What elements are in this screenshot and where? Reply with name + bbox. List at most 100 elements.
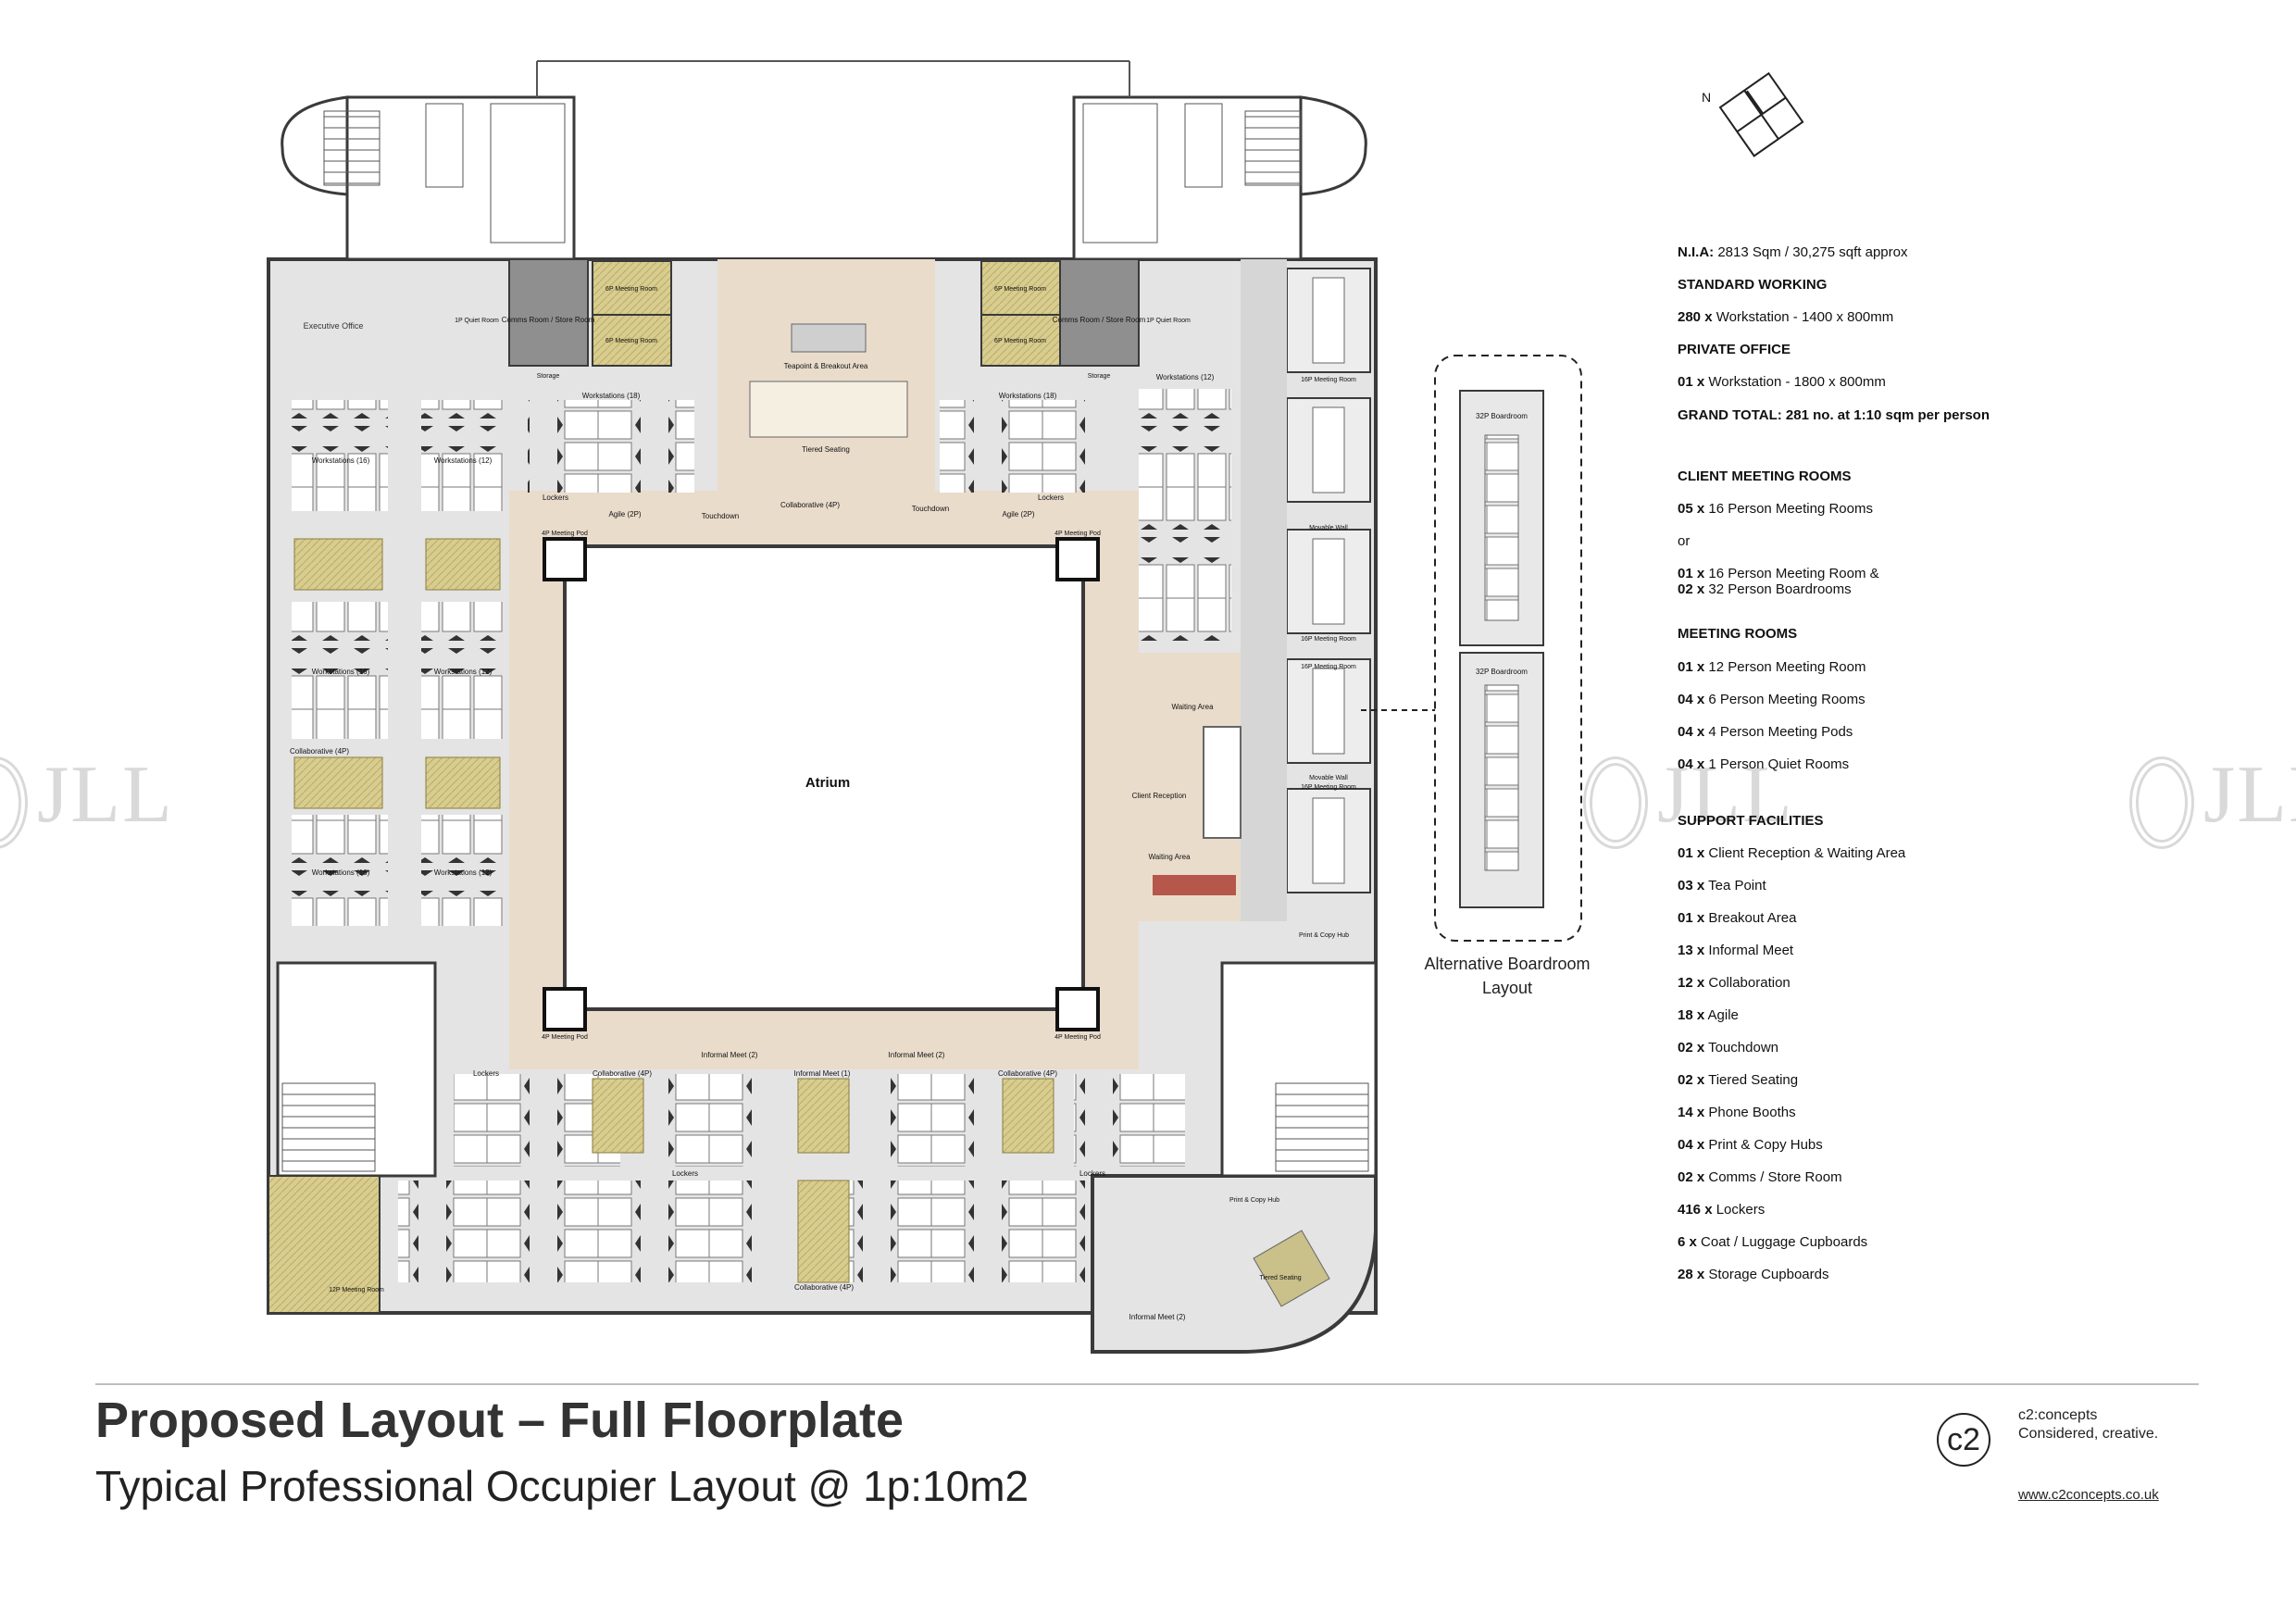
- desk-bank: [1139, 389, 1231, 648]
- desk-bank: [528, 400, 694, 493]
- cmr-line-1: 05 x 16 Person Meeting Rooms: [1678, 501, 1873, 517]
- brand-name: c2:concepts: [2018, 1407, 2098, 1423]
- meeting-6p-2: [592, 314, 672, 367]
- label-lockers-ne: Lockers: [1038, 493, 1064, 502]
- sf-line: 13 x Informal Meet: [1678, 943, 1794, 958]
- label-workstations-16-b: Workstations (16): [312, 668, 370, 676]
- label-lockers-sw: Lockers: [473, 1069, 499, 1078]
- cmr-line-2: 01 x 16 Person Meeting Room &: [1678, 566, 1879, 581]
- label-tiered-seating-se: Tiered Seating: [1259, 1275, 1301, 1281]
- label-meeting-pod-sw: 4P Meeting Pod: [542, 1034, 588, 1041]
- desk-bank: [421, 400, 505, 511]
- alt-boardroom-caption: Alternative Boardroom Layout: [1424, 955, 1591, 997]
- desk-bank: [870, 1074, 981, 1167]
- workstation-banks: [292, 389, 1231, 1282]
- label-workstations-16-c: Workstations (16): [312, 868, 370, 877]
- label-workstations-12-e: Workstations (12): [1156, 373, 1215, 381]
- label-meeting-6p-4: 6P Meeting Room: [994, 338, 1046, 344]
- sheet-title: Proposed Layout – Full Floorplate: [95, 1393, 905, 1448]
- sf-line: 02 x Tiered Seating: [1678, 1072, 1799, 1088]
- sf-line: 01 x Breakout Area: [1678, 910, 1797, 926]
- brand-tagline: Considered, creative.: [2018, 1426, 2159, 1442]
- label-collaborative-w: Collaborative (4P): [290, 747, 349, 756]
- desk-bank: [292, 400, 388, 511]
- label-meeting-12p: 12P Meeting Room: [329, 1287, 384, 1293]
- sf-line: 416 x Lockers: [1678, 1202, 1766, 1218]
- meeting-6p-1: [592, 260, 672, 316]
- brand-logo: c2: [1947, 1422, 1980, 1457]
- meeting-16p-tables: [1312, 277, 1345, 884]
- grand-total: GRAND TOTAL: 281 no. at 1:10 sqm per per…: [1678, 407, 1990, 423]
- label-storage-ne: Storage: [1088, 373, 1111, 380]
- heading-meeting-rooms: MEETING ROOMS: [1678, 626, 1798, 642]
- watermark-right-1: JLL: [1583, 748, 1794, 849]
- label-comms-east: Comms Room / Store Room: [1053, 316, 1146, 324]
- private-workstation-line: 01 x Workstation - 1800 x 800mm: [1678, 374, 1886, 390]
- label-touchdown-1: Touchdown: [702, 512, 739, 520]
- brand-logo-icon: [1937, 1413, 1990, 1467]
- label-collaborative-s2: Collaborative (4P): [998, 1069, 1057, 1078]
- alt-boardroom-table-1: [1484, 434, 1519, 621]
- label-informal-meet-s1: Informal Meet (2): [702, 1051, 758, 1059]
- heading-support-facilities: SUPPORT FACILITIES: [1678, 813, 1824, 829]
- label-agile-n2: Agile (2P): [1002, 510, 1034, 518]
- desk-bank: [421, 674, 505, 739]
- label-collaborative-n: Collaborative (4P): [780, 501, 840, 509]
- heading-standard-working: STANDARD WORKING: [1678, 277, 1828, 293]
- label-movable-wall-1: Movable Wall: [1309, 525, 1348, 531]
- nia-line: N.I.A: 2813 Sqm / 30,275 sqft approx: [1678, 244, 1908, 260]
- desk-bank: [940, 400, 1106, 493]
- label-meeting-pod-se: 4P Meeting Pod: [1054, 1034, 1101, 1041]
- comms-room-east: [1059, 258, 1140, 367]
- comms-room-west: [508, 258, 589, 367]
- label-meeting-6p-2: 6P Meeting Room: [605, 338, 657, 344]
- label-lockers-se: Lockers: [1079, 1169, 1105, 1178]
- label-meeting-16p-4: 16P Meeting Room: [1301, 784, 1356, 791]
- mr-line: 04 x 4 Person Meeting Pods: [1678, 724, 1853, 740]
- heading-client-meeting-rooms: CLIENT MEETING ROOMS: [1678, 468, 1852, 484]
- desk-bank: [292, 674, 388, 739]
- label-tiered-seating: Tiered Seating: [802, 445, 850, 454]
- reception-desk: [1203, 726, 1242, 839]
- label-lockers-nw: Lockers: [543, 493, 568, 502]
- tiered-seating-west: [749, 381, 908, 438]
- core-north-east: [1072, 95, 1367, 261]
- mr-line: 01 x 12 Person Meeting Room: [1678, 659, 1866, 675]
- sf-line: 6 x Coat / Luggage Cupboards: [1678, 1234, 1868, 1250]
- mr-line: 04 x 6 Person Meeting Rooms: [1678, 692, 1866, 707]
- label-meeting-pod-nw: 4P Meeting Pod: [542, 531, 588, 537]
- atrium-label: Atrium: [805, 775, 850, 791]
- label-touchdown-2: Touchdown: [912, 505, 949, 513]
- alt-boardroom-label-1: 32P Boardroom: [1476, 412, 1528, 420]
- desk-bank: [1074, 1074, 1185, 1167]
- std-workstation-line: 280 x Workstation - 1400 x 800mm: [1678, 309, 1894, 325]
- label-movable-wall-2: Movable Wall: [1309, 775, 1348, 781]
- tiered-seating-east: [1253, 1230, 1330, 1307]
- corridor-east: [1241, 259, 1287, 921]
- compass-north-label: N: [1702, 90, 1711, 105]
- meeting-6p-3: [980, 260, 1061, 316]
- brand-url[interactable]: www.c2concepts.co.uk: [2018, 1487, 2159, 1503]
- alt-boardroom-frame: [1434, 355, 1582, 942]
- zone-west: [509, 491, 565, 1069]
- compass: [1718, 71, 1804, 157]
- sf-line: 12 x Collaboration: [1678, 975, 1791, 991]
- label-informal-meet-se: Informal Meet (2): [1129, 1313, 1186, 1321]
- label-lockers-s: Lockers: [672, 1169, 698, 1178]
- core-south-east: [1220, 961, 1378, 1178]
- sf-line: 02 x Touchdown: [1678, 1040, 1778, 1056]
- meeting-rooms-16p: [1286, 268, 1371, 893]
- core-south-west: [276, 961, 437, 1178]
- footer-rule: [95, 1383, 2199, 1385]
- label-workstations-12-b: Workstations (12): [434, 668, 493, 676]
- label-workstations-12-c: Workstations (12): [434, 868, 493, 877]
- sf-line: 03 x Tea Point: [1678, 878, 1766, 893]
- reception-bench: [1153, 875, 1236, 895]
- label-meeting-16p-1: 16P Meeting Room: [1301, 377, 1356, 383]
- sf-line: 02 x Comms / Store Room: [1678, 1169, 1842, 1185]
- sf-line: 14 x Phone Booths: [1678, 1105, 1796, 1120]
- label-meeting-16p-2: 16P Meeting Room: [1301, 636, 1356, 643]
- sf-line: 04 x Print & Copy Hubs: [1678, 1137, 1823, 1153]
- meeting-12p-zone: [268, 1175, 381, 1314]
- desk-bank: [805, 1181, 1111, 1282]
